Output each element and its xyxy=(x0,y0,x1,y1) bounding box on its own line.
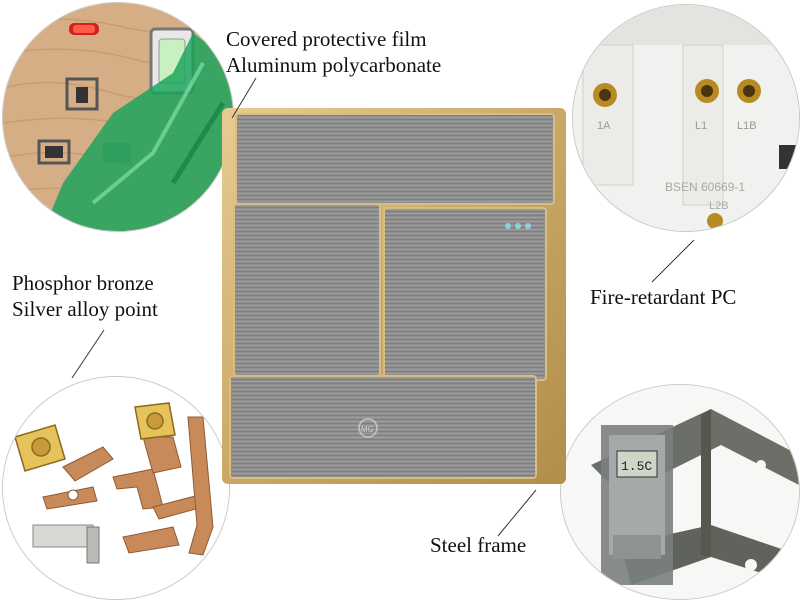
terminal-label-l1b: L1B xyxy=(737,120,757,132)
bronze-label-line1: Phosphor bronze xyxy=(12,271,154,295)
steel-label: Steel frame xyxy=(430,533,527,557)
steel-frame-photo: 1.5C xyxy=(560,384,800,600)
bronze-label-line2: Silver alloy point xyxy=(12,297,158,321)
pc-housing-photo: 1A L1 L1B BSEN 60669-1 L2B xyxy=(572,4,800,232)
terminal-label-l1: L1 xyxy=(695,120,707,132)
film-label-line2: Aluminum polycarbonate xyxy=(226,53,442,77)
standard-marking: BSEN 60669-1 xyxy=(665,180,745,194)
terminal-label-1a: 1A xyxy=(597,120,611,132)
film-label: Covered protective film Aluminum polycar… xyxy=(226,26,441,78)
brand-logo: MG xyxy=(361,425,374,434)
bronze-label: Phosphor bronze Silver alloy point xyxy=(12,270,158,322)
film-label-line1: Covered protective film xyxy=(226,27,427,51)
caliper-reading: 1.5C xyxy=(621,459,652,474)
bronze-parts-photo xyxy=(2,376,230,600)
film-detail-photo xyxy=(2,2,234,232)
code-marking: L2B xyxy=(709,200,729,212)
switch-panel: MG xyxy=(222,108,566,484)
pc-label: Fire-retardant PC xyxy=(590,285,737,309)
